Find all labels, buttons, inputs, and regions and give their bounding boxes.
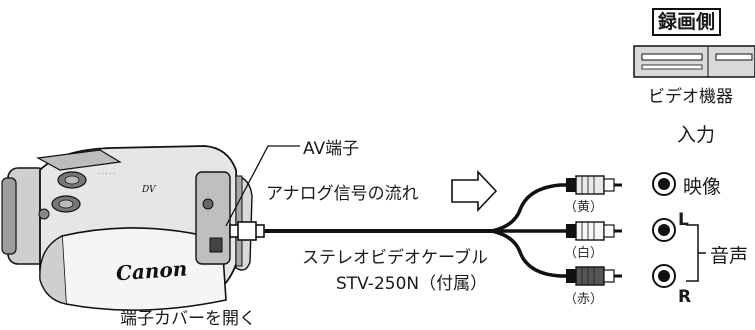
camcorder-icon: · · · · · DV Canon xyxy=(1,145,253,311)
camera-brand-logo: Canon xyxy=(115,256,188,285)
rca-plug-white xyxy=(566,221,622,241)
cable-model-label: STV-250N（付属） xyxy=(336,274,488,294)
rca-plug-red xyxy=(566,266,622,286)
rca-plug-yellow xyxy=(566,175,622,195)
video-jack-label: 映像 xyxy=(683,176,722,198)
signal-flow-label: アナログ信号の流れ xyxy=(266,184,419,204)
video-device-label: ビデオ機器 xyxy=(648,87,733,107)
right-channel-label: R xyxy=(678,287,692,307)
open-cover-label: 端子カバーを開く xyxy=(120,309,256,329)
av-terminal-pointer xyxy=(225,145,300,227)
av-terminal-label: AV端子 xyxy=(303,139,360,159)
plug-red-label: （赤） xyxy=(564,292,604,307)
cable-branches xyxy=(491,183,570,278)
recording-side-label: 録画側 xyxy=(652,8,722,36)
input-label: 入力 xyxy=(677,124,716,146)
audio-jack-label: 音声 xyxy=(710,245,749,267)
jack-video-icon xyxy=(652,172,676,196)
svg-text:DV: DV xyxy=(141,185,157,195)
plug-white-label: （白） xyxy=(564,246,604,261)
cable-name-label: ステレオビデオケーブル xyxy=(302,248,488,268)
jack-audio-left-icon xyxy=(652,218,676,242)
left-channel-label: L xyxy=(678,210,689,230)
jack-audio-right-icon xyxy=(652,264,676,288)
signal-flow-arrow-icon xyxy=(451,169,498,213)
video-device-icon xyxy=(633,45,755,78)
plug-yellow-label: （黄） xyxy=(564,200,604,215)
audio-bracket xyxy=(686,224,699,282)
svg-text:· · · · ·: · · · · · xyxy=(98,171,115,178)
cable-plug-camera xyxy=(229,221,492,241)
